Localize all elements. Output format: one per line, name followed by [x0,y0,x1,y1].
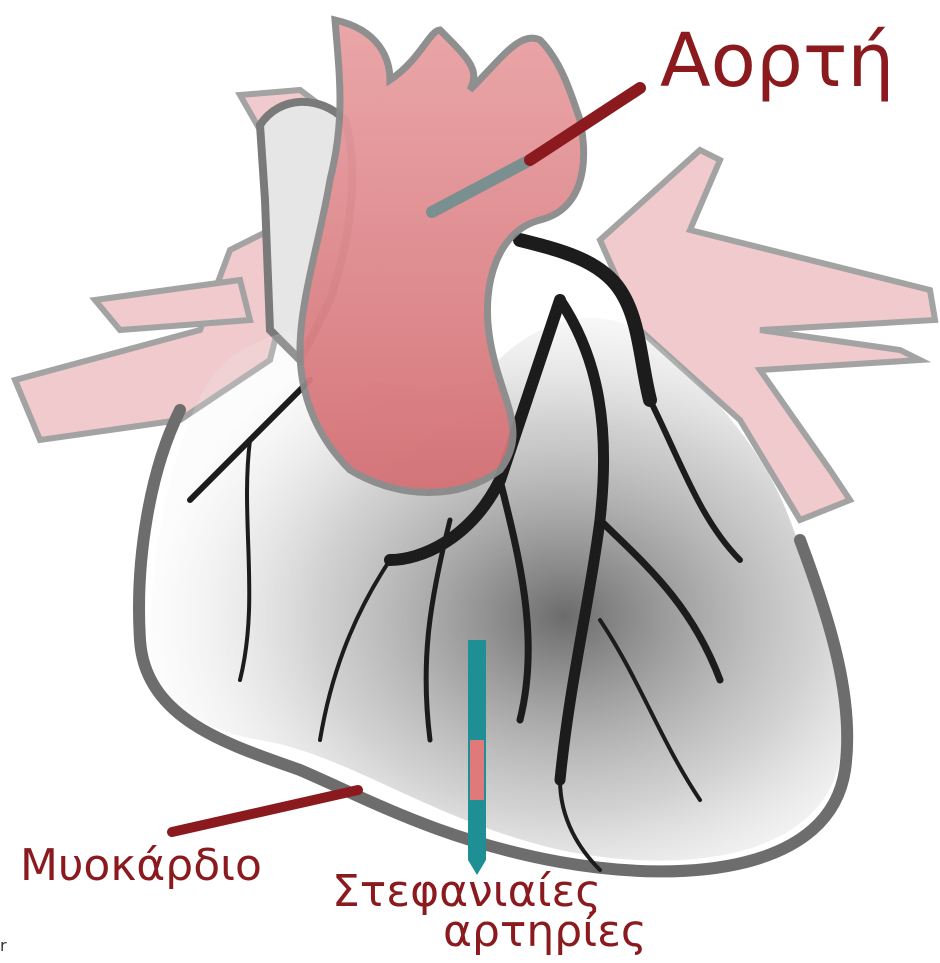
corner-mark: r [0,938,7,954]
aorta-label: Αορτή [660,24,894,98]
coronary-arteries-label-line2: αρτηρίες [443,910,647,954]
myocardium-pointer [172,790,358,832]
myocardium-label: Μυοκάρδιο [20,844,262,888]
coronary-pointer-pink [470,740,484,800]
